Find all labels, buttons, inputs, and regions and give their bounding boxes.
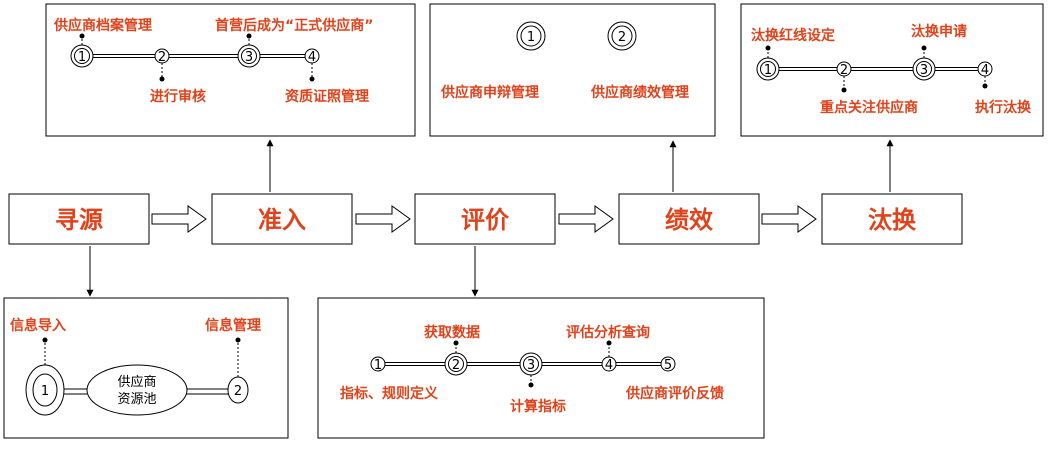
flow-arrow-2 [355, 205, 411, 233]
evaluation-step-1-label: 指标、规则定义 [340, 385, 438, 402]
stage-box-admission [211, 193, 353, 245]
evaluation-step-4-label: 评估分析查询 [566, 324, 650, 341]
stage-box-performance [618, 193, 760, 245]
evaluation-step-3-label: 计算指标 [510, 398, 566, 415]
sourcing-step-2-label: 信息管理 [205, 317, 261, 334]
admission-node-1-num: 1 [78, 50, 86, 65]
stage-label-sourcing: 寻源 [55, 206, 103, 234]
evaluation-node-4 [601, 356, 617, 372]
elimination-node-3-num: 3 [920, 63, 928, 78]
admission-dot-2 [159, 76, 165, 82]
flow-arrow-4 [761, 205, 817, 233]
elimination-step-3-label: 汰换申请 [911, 23, 967, 40]
elimination-dot-2 [841, 87, 847, 93]
supplier-pool-label-line1: 供应商 [117, 374, 156, 390]
elimination-step-1-label: 汰换红线设定 [751, 27, 835, 44]
evaluation-node-2 [448, 356, 464, 372]
admission-node-4 [304, 48, 320, 64]
flow-arrow-3 [558, 205, 614, 233]
evaluation-node-1 [370, 356, 386, 372]
sourcing-step-1-label: 信息导入 [10, 317, 66, 334]
evaluation-step-5-label: 供应商评价反馈 [625, 385, 724, 402]
evaluation-node-5 [660, 356, 676, 372]
evaluation-node-4-num: 4 [605, 358, 613, 373]
elimination-node-2-num: 2 [840, 63, 848, 78]
evaluation-dot-3 [528, 382, 534, 388]
performance-node-1 [520, 25, 542, 47]
stage-label-admission: 准入 [258, 206, 306, 234]
sourcing-dot-1 [42, 337, 48, 343]
stage-box-elimination [821, 193, 963, 245]
evaluation-step-2-label: 获取数据 [424, 324, 480, 341]
elimination-step-4-label: 执行汰换 [975, 99, 1032, 116]
admission-step-2-label: 进行审核 [150, 88, 206, 105]
evaluation-dot-4 [606, 340, 612, 346]
sourcing-node-2-num: 2 [234, 384, 242, 399]
elimination-dot-4 [982, 83, 988, 89]
elimination-node-4-num: 4 [981, 63, 989, 78]
stage-box-sourcing [8, 193, 150, 245]
stage-label-performance: 绩效 [665, 206, 713, 234]
admission-panel [45, 3, 416, 137]
elimination-dot-1 [765, 45, 771, 51]
elimination-step-2-label: 重点关注供应商 [820, 99, 918, 116]
admission-node-3 [241, 48, 257, 64]
admission-step-4-label: 资质证照管理 [285, 88, 369, 105]
performance-node-2 [611, 25, 633, 47]
performance-panel [429, 3, 716, 137]
elimination-node-4 [977, 61, 993, 77]
evaluation-node-3-num: 3 [527, 358, 535, 373]
evaluation-node-3 [523, 356, 539, 372]
evaluation-dot-2 [453, 340, 459, 346]
performance-node-2-num: 2 [618, 30, 626, 45]
stage-box-evaluation [414, 193, 556, 245]
admission-step-1-label: 供应商档案管理 [53, 17, 152, 34]
sourcing-dot-2 [235, 337, 241, 343]
evaluation-node-1-num: 1 [374, 358, 382, 373]
supplier-pool-label-line2: 资源池 [117, 392, 156, 407]
stage-label-elimination: 汰换 [868, 206, 917, 234]
elimination-node-3 [916, 61, 932, 77]
admission-node-2 [154, 48, 170, 64]
sourcing-node-1-num: 1 [41, 384, 49, 399]
performance-node-1-num: 1 [527, 30, 535, 45]
admission-dot-1 [79, 33, 85, 39]
evaluation-node-5-num: 5 [664, 358, 672, 373]
elimination-dot-3 [921, 45, 927, 51]
stage-label-evaluation: 评价 [461, 206, 510, 234]
supplier-pool-ellipse [86, 364, 188, 416]
admission-dot-4 [309, 76, 315, 82]
elimination-node-2 [836, 61, 852, 77]
admission-node-1 [74, 48, 90, 64]
admission-node-4-num: 4 [308, 50, 316, 65]
elimination-node-1-num: 1 [764, 63, 772, 78]
admission-dot-3 [246, 33, 252, 39]
elimination-node-1 [760, 61, 776, 77]
admission-step-3-label: 首营后成为“正式供应商” [215, 17, 373, 34]
performance-step-1-label: 供应商申辩管理 [440, 84, 539, 101]
sourcing-node-1 [32, 373, 58, 407]
admission-node-3-num: 3 [245, 50, 253, 65]
flow-arrow-1 [151, 205, 207, 233]
performance-step-2-label: 供应商绩效管理 [590, 84, 689, 101]
admission-node-2-num: 2 [158, 50, 166, 65]
evaluation-node-2-num: 2 [452, 358, 460, 373]
